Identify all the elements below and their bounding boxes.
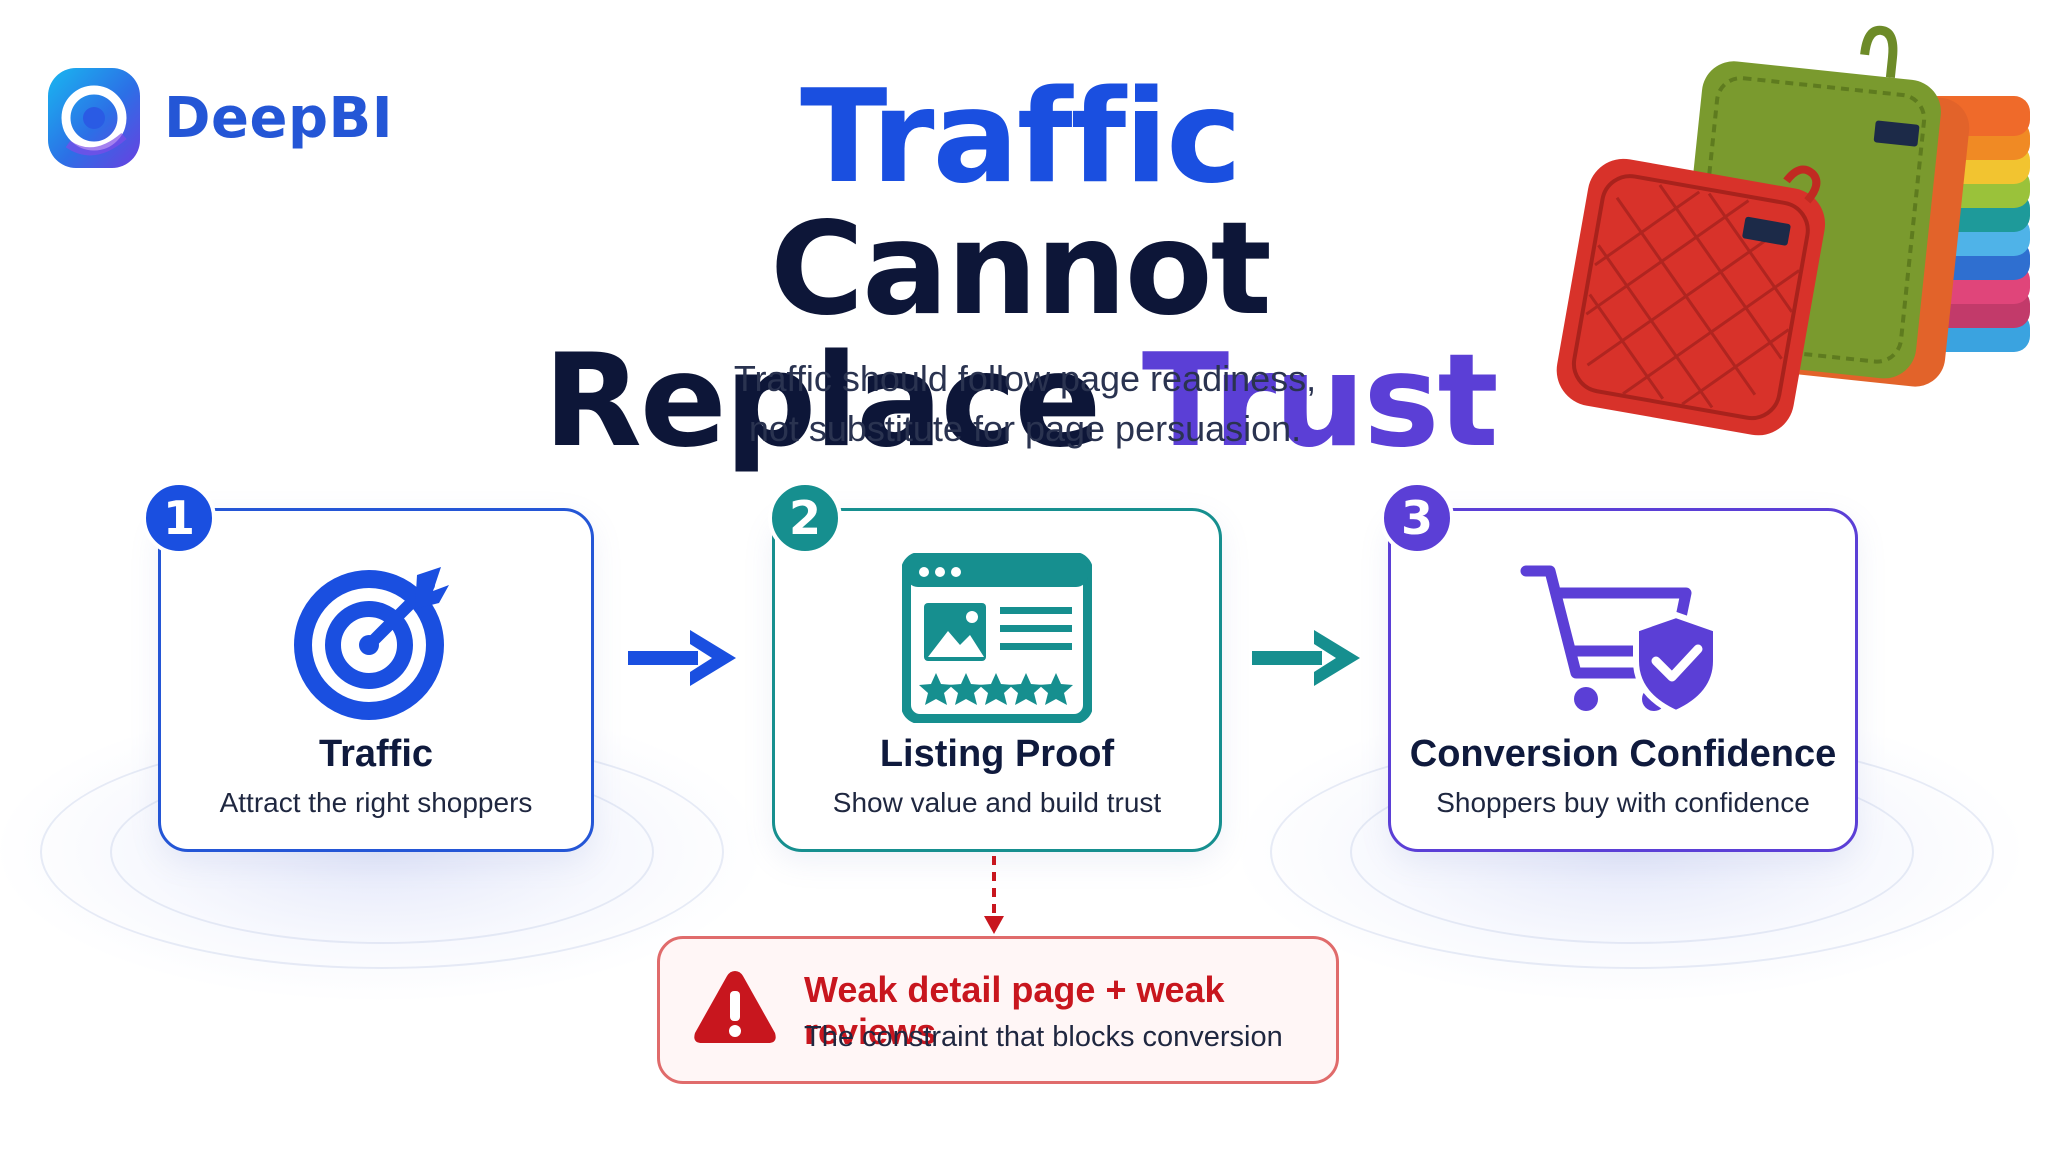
step-title: Conversion Confidence xyxy=(1409,733,1837,775)
subtitle-line-1: Traffic should follow page readiness, xyxy=(733,358,1317,399)
title-word-traffic: Traffic xyxy=(800,63,1242,212)
brand-name: DeepBI xyxy=(164,85,394,151)
step-number-badge: 2 xyxy=(768,481,842,555)
dashed-arrow-down-icon xyxy=(984,856,1004,934)
step-subtitle: Attract the right shoppers xyxy=(219,787,533,818)
step-card-traffic: Traffic Attract the right shoppers xyxy=(158,508,594,852)
arrow-right-icon xyxy=(1252,630,1360,686)
step-title: Traffic xyxy=(318,733,434,775)
title-word-trust: Trust xyxy=(1141,327,1499,476)
page-title: Traffic Cannot Replace Trust xyxy=(540,72,1500,468)
listing-page-icon xyxy=(902,553,1092,723)
title-word-replace: Replace xyxy=(543,327,1101,476)
arrow-right-icon xyxy=(628,630,736,686)
pot-holders-product-image xyxy=(1556,25,2030,436)
step-number-badge: 1 xyxy=(142,481,216,555)
warning-subtitle: The constraint that blocks conversion xyxy=(804,1021,1283,1053)
step-number-badge: 3 xyxy=(1380,481,1454,555)
target-icon xyxy=(294,567,449,720)
constraint-warning-box: Weak detail page + weak reviews The cons… xyxy=(657,936,1339,1084)
step-card-listing-proof: Listing Proof Show value and build trust xyxy=(772,508,1222,852)
title-word-cannot: Cannot xyxy=(770,195,1272,344)
brand-logo: DeepBI xyxy=(46,66,393,170)
cart-shield-icon xyxy=(1520,565,1719,717)
step-subtitle: Shoppers buy with confidence xyxy=(1436,787,1810,818)
warning-triangle-icon xyxy=(694,971,776,1043)
subtitle-line-2: not substitute for page persuasion. xyxy=(748,408,1302,449)
step-card-conversion-confidence: Conversion Confidence Shoppers buy with … xyxy=(1388,508,1858,852)
deepbi-logo-icon xyxy=(48,68,140,168)
warning-title: Weak detail page + weak reviews xyxy=(804,969,1225,1052)
red-pot-holder xyxy=(1556,158,1826,436)
step-subtitle: Show value and build trust xyxy=(832,787,1162,818)
page-subtitle: Traffic should follow page readiness, no… xyxy=(610,354,1440,454)
step-title: Listing Proof xyxy=(879,733,1115,775)
